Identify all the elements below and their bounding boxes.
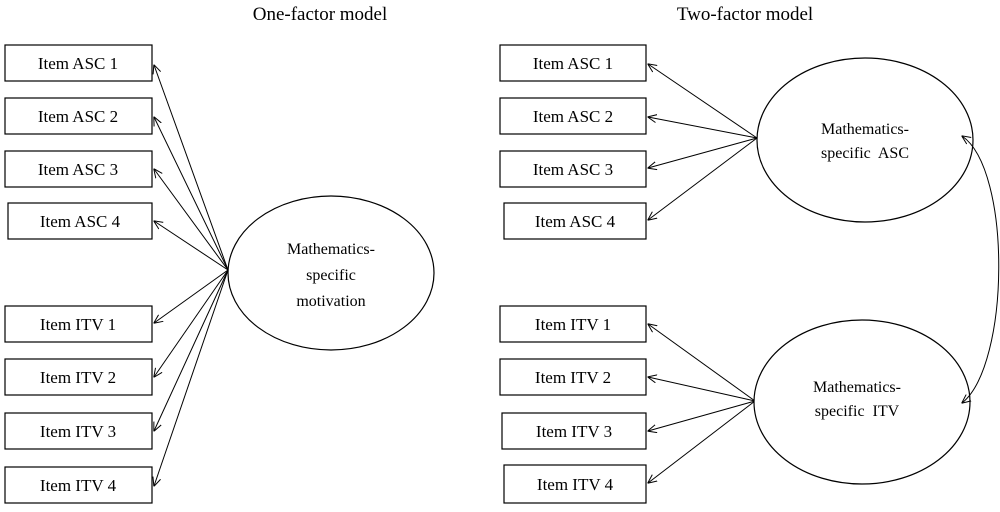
loading-arrow [648, 137, 758, 168]
item-label: Item ASC 1 [533, 54, 613, 73]
factor-label-line: specific ITV [815, 403, 900, 420]
item-label: Item ASC 3 [533, 160, 613, 179]
one-factor-item-box: Item ASC 1 [4, 44, 153, 82]
item-label: Item ITV 1 [535, 315, 611, 334]
item-label: Item ITV 3 [536, 422, 612, 441]
loading-arrow [154, 269, 229, 431]
asc-item-box: Item ASC 2 [499, 97, 647, 135]
item-label: Item ITV 3 [40, 422, 116, 441]
itv-item-box: Item ITV 4 [503, 464, 647, 504]
item-label: Item ASC 2 [533, 107, 613, 126]
loading-arrow [154, 221, 229, 271]
item-label: Item ITV 4 [40, 476, 117, 495]
factor-label-line: specific ASC [821, 145, 909, 162]
factor-label-line: Mathematics- [821, 121, 909, 138]
loading-arrow [154, 269, 229, 377]
loading-arrow [648, 400, 756, 431]
factor-label-line: specific [306, 267, 356, 284]
loading-arrow [648, 400, 756, 483]
item-label: Item ITV 2 [40, 368, 116, 387]
itv-item-box: Item ITV 3 [501, 412, 647, 450]
loading-arrow [648, 117, 758, 139]
one-factor-item-box: Item ITV 3 [4, 412, 153, 450]
one-factor-item-box: Item ASC 4 [7, 202, 153, 240]
one-factor-item-box: Item ASC 3 [4, 150, 153, 188]
itv-loadings [648, 324, 756, 483]
itv-item-box: Item ITV 1 [499, 305, 647, 343]
one-factor-item-box: Item ITV 1 [4, 305, 153, 343]
loading-arrow [648, 377, 756, 402]
item-label: Item ITV 2 [535, 368, 611, 387]
loading-arrow [154, 269, 229, 486]
item-label: Item ITV 1 [40, 315, 116, 334]
itv-item-box: Item ITV 2 [499, 358, 647, 396]
loading-arrow [648, 64, 758, 139]
factor-covariance-arrow [962, 136, 1000, 403]
one-factor-model: Item ASC 1 Item ASC 2 Item ASC 3 Item AS… [4, 44, 435, 504]
item-label: Item ITV 4 [537, 475, 614, 494]
one-factor-latent-ellipse: Mathematics- specific motivation [227, 195, 435, 351]
item-label: Item ASC 1 [38, 54, 118, 73]
factor-label-line: motivation [296, 293, 365, 310]
loading-arrow [648, 137, 758, 220]
one-factor-title: One-factor model [253, 4, 388, 25]
itv-latent-ellipse: Mathematics- specific ITV [753, 319, 971, 485]
factor-label-line: Mathematics- [287, 241, 375, 258]
loading-arrow [154, 65, 229, 271]
item-label: Item ASC 4 [40, 212, 121, 231]
factor-label-line: Mathematics- [813, 379, 901, 396]
item-label: Item ASC 4 [535, 212, 616, 231]
one-factor-loadings [154, 65, 229, 486]
asc-loadings [648, 64, 758, 220]
one-factor-item-box: Item ITV 4 [4, 466, 153, 504]
two-factor-model: Item ASC 1 Item ASC 2 Item ASC 3 Item AS… [499, 44, 1000, 504]
asc-item-box: Item ASC 4 [503, 202, 647, 240]
two-factor-title: Two-factor model [677, 4, 813, 25]
item-label: Item ASC 3 [38, 160, 118, 179]
loading-arrow [154, 269, 229, 323]
loading-arrow [154, 169, 229, 271]
loading-arrow [648, 324, 756, 402]
asc-item-box: Item ASC 3 [499, 150, 647, 188]
loading-arrow [154, 117, 229, 271]
one-factor-item-box: Item ASC 2 [4, 97, 153, 135]
asc-item-box: Item ASC 1 [499, 44, 647, 82]
item-label: Item ASC 2 [38, 107, 118, 126]
one-factor-item-box: Item ITV 2 [4, 358, 153, 396]
asc-latent-ellipse: Mathematics- specific ASC [756, 57, 974, 223]
